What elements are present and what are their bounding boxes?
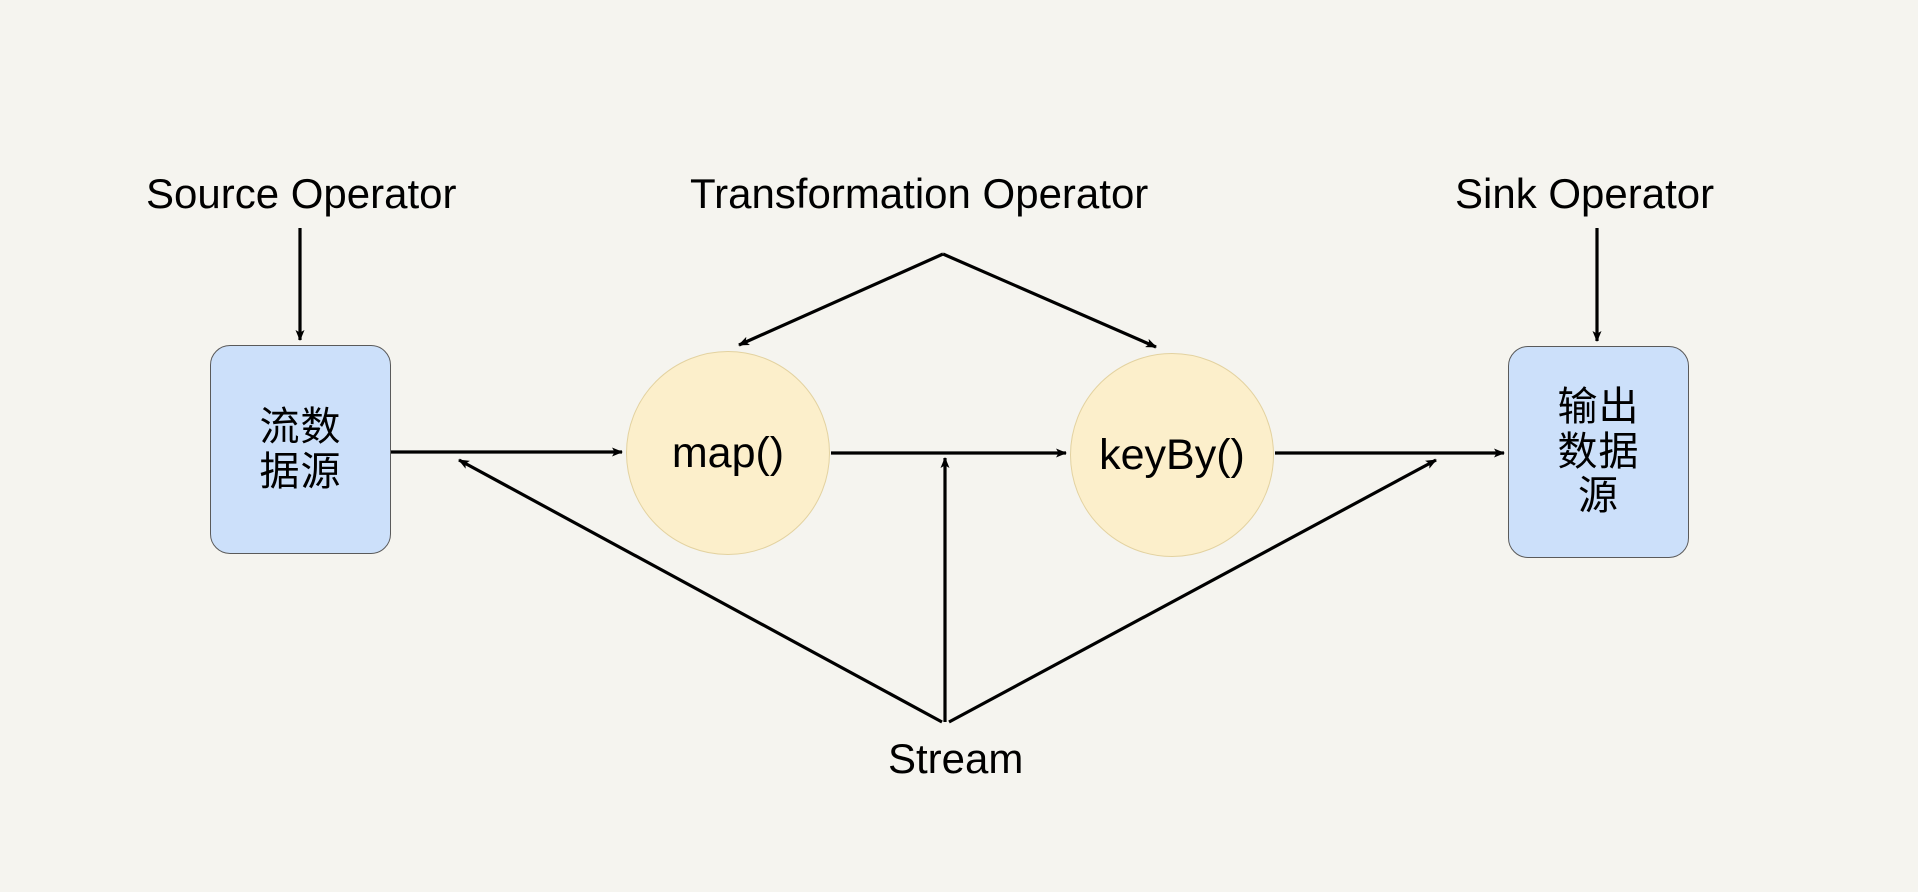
node-keyby-label: keyBy()	[1099, 430, 1245, 479]
edge-stream-to-source-stream	[458, 458, 943, 724]
label-sink-operator: Sink Operator	[1455, 170, 1715, 217]
edge-transformation-operator-to-map	[738, 252, 944, 347]
node-source-data-stream[interactable]: 流数 据源	[210, 345, 391, 554]
edge-transformation-operator-to-keyby	[942, 252, 1157, 349]
node-map-operator[interactable]: map()	[626, 351, 830, 555]
node-keyby-operator[interactable]: keyBy()	[1070, 353, 1274, 557]
label-transformation-operator: Transformation Operator	[690, 170, 1149, 217]
node-sink-label-line-2: 数据	[1557, 429, 1640, 474]
label-source-operator: Source Operator	[146, 170, 457, 217]
node-source-label-line-2: 据源	[259, 449, 342, 494]
label-stream: Stream	[888, 735, 1024, 782]
node-sink-output-data-source[interactable]: 输出 数据 源	[1508, 346, 1689, 558]
edge-stream-to-sink-stream	[948, 458, 1437, 724]
node-source-label-line-1: 流数	[259, 404, 342, 449]
node-sink-label-line-3: 源	[1578, 474, 1619, 519]
node-sink-label: 输出 数据 源	[1558, 385, 1640, 519]
node-sink-label-line-1: 输出	[1557, 384, 1640, 429]
node-source-label: 流数 据源	[260, 405, 342, 495]
node-map-label: map()	[671, 428, 785, 477]
